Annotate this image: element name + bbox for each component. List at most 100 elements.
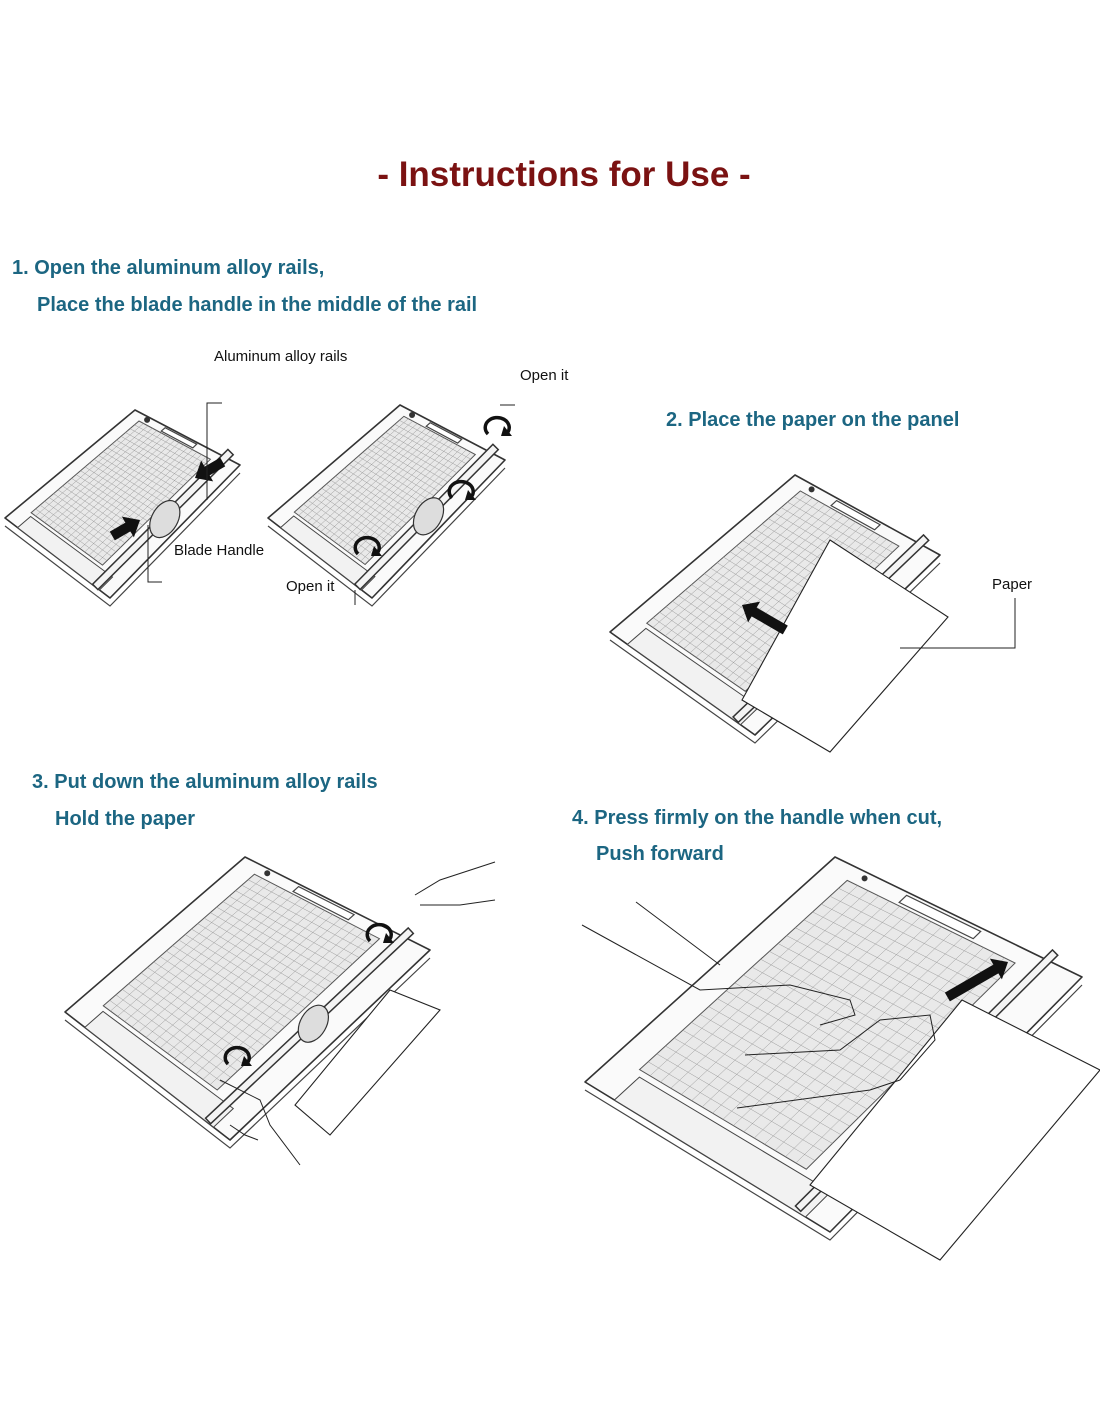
blade-handle	[297, 1004, 330, 1043]
cutter-step2	[609, 474, 941, 744]
arrow-shape	[195, 457, 226, 482]
grid-line	[53, 432, 162, 530]
open-rotate-arrow-bottom-head	[371, 546, 382, 556]
slide-paper-arrow	[742, 601, 788, 635]
callout-open-it-bottom: Open it	[286, 578, 335, 595]
grid-line	[342, 442, 454, 549]
cutter-edge	[267, 467, 506, 607]
grid-line	[712, 916, 921, 1114]
callout-line-rails	[206, 402, 222, 500]
grid-line	[167, 910, 325, 1054]
grid-line	[347, 444, 458, 552]
cutter-step3	[64, 856, 431, 1149]
step-1-heading: 1. Open the aluminum alloy rails,	[12, 257, 325, 279]
arm-left-outline	[635, 901, 721, 966]
grid-line	[131, 890, 286, 1028]
grid-line	[110, 878, 263, 1012]
open-rotate-arrow-mid-head	[465, 490, 476, 500]
cutting-grid	[30, 420, 212, 566]
grid-line	[722, 921, 932, 1120]
step-4-subheading: Push forward	[596, 843, 724, 865]
open-rotate-arrow-top	[483, 415, 511, 436]
hand-bottom-outline-2	[229, 1124, 259, 1141]
storage-slot	[292, 885, 356, 921]
paper-sheet-step3	[294, 989, 441, 1136]
grid-line	[325, 432, 436, 536]
brand-logo-icon	[144, 416, 151, 423]
close-rail-arrow-bottom-head	[241, 1056, 252, 1066]
grid-line	[774, 947, 984, 1151]
front-tray	[16, 515, 114, 591]
grid-line	[152, 902, 310, 1043]
grid-line	[62, 437, 171, 536]
storage-slot	[160, 426, 198, 449]
arm-right-outline	[736, 1079, 901, 1109]
grid-line	[160, 906, 318, 1049]
cutter-step4	[584, 856, 1083, 1241]
push-arrow-bottom	[109, 516, 140, 541]
grid-line	[209, 934, 372, 1085]
hand-left-outline	[581, 924, 856, 1026]
grid-line	[311, 425, 422, 526]
brand-logo-icon	[861, 875, 868, 882]
grid-line	[665, 501, 819, 637]
step-1-subheading: Place the blade handle in the middle of …	[37, 294, 478, 316]
grid-line	[695, 518, 850, 658]
grid-line	[677, 508, 832, 645]
page-title: - Instructions for Use -	[377, 155, 751, 194]
step-3-heading: 3. Put down the aluminum alloy rails	[32, 771, 378, 793]
close-rail-arrow-top	[365, 922, 393, 943]
hand-right-outline	[744, 1014, 936, 1081]
grid-line	[174, 914, 333, 1059]
grid-line	[124, 886, 279, 1022]
brand-logo-icon	[264, 870, 271, 877]
grid-line	[691, 906, 900, 1101]
close-rail-arrow-top-head	[383, 933, 394, 943]
grid-line	[689, 514, 844, 654]
grid-line	[670, 895, 879, 1089]
callout-line-blade	[147, 525, 162, 583]
grid-line	[117, 882, 271, 1017]
grid-line	[71, 442, 180, 543]
grid-line	[733, 926, 942, 1126]
grid-line	[93, 454, 202, 559]
open-rotate-arrow-top-head	[501, 426, 512, 436]
grid-line	[35, 423, 144, 517]
cutting-grid	[638, 879, 1016, 1170]
grid-line	[48, 430, 158, 527]
push-forward-arrow	[944, 958, 1008, 1002]
open-rotate-arrow-mid	[447, 479, 475, 500]
cutter-edge	[4, 472, 241, 607]
grid-line	[202, 930, 365, 1080]
grid-line	[302, 420, 413, 519]
hand-top-outline-2	[420, 899, 496, 906]
blade-handle	[149, 499, 181, 539]
callout-paper: Paper	[992, 576, 1033, 593]
grid-line	[39, 425, 149, 520]
arrow-shape	[944, 958, 1008, 1002]
grid-line	[795, 957, 1005, 1164]
grid-line	[44, 428, 153, 523]
step-4-heading: 4. Press firmly on the handle when cut,	[572, 807, 943, 829]
cutter-edge	[64, 957, 431, 1149]
grid-line	[338, 440, 449, 546]
grid-line	[329, 435, 440, 539]
grid-line	[333, 437, 445, 542]
grid-line	[195, 926, 357, 1075]
push-arrow-top	[195, 457, 226, 482]
grid-line	[701, 911, 911, 1108]
step-2-heading: 2. Place the paper on the panel	[666, 409, 960, 431]
storage-slot	[425, 421, 463, 444]
cutter-step1-open	[267, 404, 506, 607]
storage-slot	[830, 499, 882, 531]
close-rail-arrow-bottom	[223, 1045, 251, 1066]
grid-line	[97, 456, 207, 563]
paper-sheet-step4	[809, 999, 1100, 1261]
grid-line	[84, 449, 193, 553]
grid-line	[181, 918, 341, 1064]
grid-line	[316, 428, 427, 529]
callout-open-it-top: Open it	[520, 367, 569, 384]
brand-logo-icon	[409, 412, 416, 419]
grid-line	[145, 898, 302, 1038]
